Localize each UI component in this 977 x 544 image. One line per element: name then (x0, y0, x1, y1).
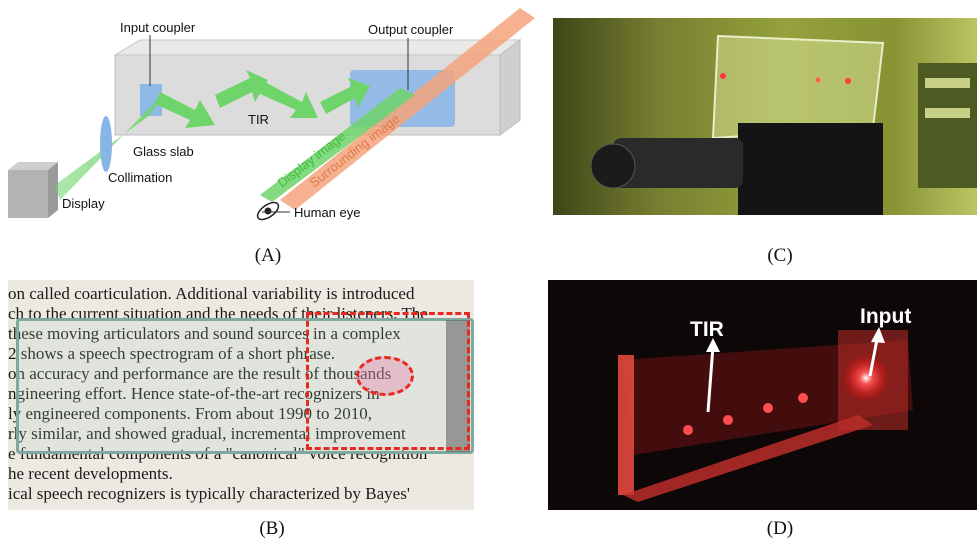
instrument-display (925, 108, 970, 118)
instrument-display (925, 78, 970, 88)
text-line: ly engineered components. From about 199… (8, 404, 373, 423)
caption-c: (C) (767, 245, 793, 266)
text-line: 2 shows a speech spectrogram of a short … (8, 344, 336, 363)
mount (738, 123, 883, 215)
tir-arrowhead (706, 338, 720, 352)
tir-arrow (706, 345, 715, 413)
caption-d: (D) (766, 518, 794, 539)
slab-edge-bottom (623, 415, 873, 502)
input-arrowhead (871, 327, 885, 343)
text-line: ngineering effort. Hence state-of-the-ar… (8, 384, 380, 403)
text-line: ical speech recognizers is typically cha… (8, 484, 410, 503)
label-display: Display (62, 196, 105, 211)
optic-knob (590, 143, 636, 189)
label-collimation: Collimation (108, 170, 172, 185)
input-coupler (140, 84, 162, 116)
tir-photo-illustration: TIR Input (618, 305, 913, 502)
tir-spot (683, 425, 693, 435)
label-output-coupler: Output coupler (368, 22, 454, 37)
label-input: Input (860, 305, 911, 328)
text-line: these moving articulators and sound sour… (8, 324, 401, 343)
output-region-box (306, 312, 470, 450)
panel-a-schematic: Input coupler Output coupler TIR Glass s… (0, 0, 535, 235)
display-box (8, 170, 48, 218)
label-tir: TIR (690, 318, 724, 341)
glass-slab-side (499, 39, 521, 136)
light-spot (720, 73, 726, 79)
text-line: on called coarticulation. Additional var… (8, 284, 415, 303)
tir-spot (798, 393, 808, 403)
label-tir: TIR (248, 112, 269, 127)
tir-spot (723, 415, 733, 425)
text-line: on accuracy and performance are the resu… (8, 364, 392, 383)
human-eye-icon (256, 201, 280, 221)
panel-d-photo: TIR Input (548, 280, 977, 510)
text-line: he recent developments. (8, 464, 173, 483)
optic-post (613, 138, 743, 188)
input-region-ellipse (356, 356, 414, 396)
panel-c-photo (553, 18, 977, 215)
collimation-lens (100, 116, 112, 172)
caption-b: (B) (259, 518, 285, 539)
glass-slab (711, 34, 885, 140)
display-box-side (48, 162, 58, 218)
tir-arrow (155, 92, 215, 128)
tir-spot (763, 403, 773, 413)
surrounding-beam (280, 8, 535, 210)
light-spot (815, 77, 821, 83)
tir-arrow (260, 82, 318, 118)
caption-a: (A) (254, 245, 282, 266)
slab-edge-left (618, 355, 634, 495)
panel-b-photo: on called coarticulation. Additional var… (8, 280, 474, 510)
slab-edge (446, 320, 470, 452)
label-glass-slab: Glass slab (133, 144, 194, 159)
input-glow (842, 354, 890, 402)
waveguide-diagram: Input coupler Output coupler TIR Glass s… (8, 8, 535, 221)
glass-slab-top (113, 39, 522, 56)
display-box-top (8, 162, 58, 170)
display-image-beam (260, 88, 415, 202)
lab-setup-illustration (553, 18, 977, 215)
light-spot (845, 78, 851, 84)
label-human-eye: Human eye (294, 205, 360, 220)
tir-arrow (320, 78, 370, 114)
tir-arrow (215, 70, 268, 108)
label-input-coupler: Input coupler (120, 20, 196, 35)
